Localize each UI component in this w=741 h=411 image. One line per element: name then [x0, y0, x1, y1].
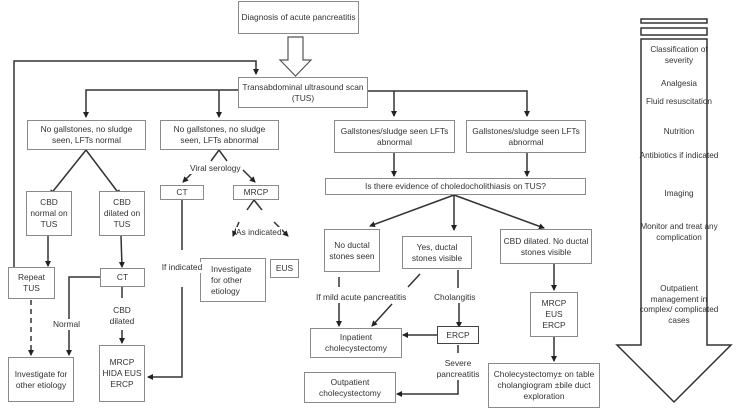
mgmt-item-fluid: Fluid resuscitation: [646, 97, 712, 106]
label-if-indicated: If indicated: [161, 262, 203, 273]
label-normal: Normal: [53, 319, 80, 330]
label-as-indicated: As indicated: [236, 227, 282, 238]
edge-to-cbd-normal: [49, 149, 87, 196]
node-no-gallstones-lft-abnormal: No gallstones, no sludge seen, LFTs abno…: [160, 120, 279, 150]
node-no-gallstones-lft-normal: No gallstones, no sludge seen, LFTs norm…: [27, 120, 146, 150]
node-yes-ductal-stones: Yes, ductal stones visible: [402, 236, 472, 269]
node-investigate-mid: Investigate for other etiology: [200, 258, 266, 302]
edge-repeat-to-tus: [13, 60, 259, 290]
node-inpatient-cholecystectomy: Inpatient cholecystectomy: [310, 328, 402, 358]
edge-yes-to-inpatient-2: [371, 303, 393, 327]
node-diagnosis: Diagnosis of acute pancreatitis: [238, 1, 359, 34]
edge-tus-left: [83, 89, 238, 118]
mgmt-item-analgesia: Analgesia: [661, 79, 697, 88]
arrow-stripe-1: [640, 18, 708, 24]
mgmt-item-monitor: Monitor and treat any complication: [640, 222, 718, 242]
edge-severe-to-outpatient: [396, 380, 459, 397]
edge-viral-caret: [210, 148, 228, 162]
arrow-stripe-2: [640, 27, 708, 36]
mgmt-item-nutrition: Nutrition: [663, 127, 695, 136]
node-mrcp-eus-ercp: MRCP EUS ERCP: [530, 292, 578, 337]
node-mrcp-hida-eus-ercp: MRCP HIDA EUS ERCP: [99, 345, 145, 402]
edge-yes-to-inpatient-1: [407, 273, 421, 288]
label-viral-serology: Viral serology: [190, 163, 241, 174]
mgmt-item-outpatient: Outpatient management in complex/ compli…: [639, 284, 719, 325]
node-ercp: ERCP: [437, 326, 479, 344]
edge-ct-mid-to-mrcp-hida: [147, 287, 183, 380]
edge-ct-normal: [68, 276, 100, 320]
edge-cbd-dilated-to-ct: [118, 235, 125, 268]
node-cbd-dilated: CBD dilated on TUS: [99, 191, 145, 236]
label-cbd-dilated: CBD dilated: [107, 305, 137, 327]
mgmt-item-imaging: Imaging: [664, 189, 694, 198]
node-cbd-normal: CBD normal on TUS: [26, 191, 72, 236]
arrow-body: [615, 38, 733, 404]
node-mrcp-mid: MRCP: [233, 185, 279, 200]
node-eus-mid: EUS: [270, 259, 299, 278]
mgmt-item-antibiotics: Antibiotics if indicated: [639, 151, 719, 160]
node-cholecystectomy-on-table: Cholecystectomy± on table cholangiogram …: [488, 363, 600, 408]
edge-as-indicated-caret: [246, 198, 263, 211]
edge-tus-right: [368, 90, 530, 117]
edge-q-to-no-ductal: [369, 194, 455, 228]
label-severe-pancreatitis: Severe pancreatitis: [433, 358, 483, 380]
node-no-ductal-stones: No ductal stones seen: [324, 229, 380, 272]
label-cholangitis: Cholangitis: [434, 292, 476, 303]
mgmt-item-classification: Classification of severity: [650, 45, 708, 65]
node-investigate-left: Investigate for other etiology: [8, 357, 74, 402]
node-ct-mid: CT: [160, 185, 204, 200]
hollow-arrow-diagnosis-to-tus: [278, 36, 313, 77]
edge-q-to-cbd-dilated: [453, 194, 545, 230]
node-ct-left: CT: [100, 268, 145, 287]
management-arrow: [615, 18, 733, 404]
label-if-mild-acute-pancreatitis: If mild acute pancreatitis: [316, 292, 407, 303]
node-gallstones-lft-abnormal-1: Gallstones/sludge seen LFTs abnormal: [334, 120, 455, 153]
edge-to-cbd-dilated: [85, 149, 121, 196]
node-cbd-dilated-no-stones: CBD dilated. No ductal stones visible: [500, 229, 592, 264]
edge-to-mrcp-mid: [242, 169, 256, 183]
node-repeat-tus: Repeat TUS: [8, 267, 55, 299]
node-outpatient-cholecystectomy: Outpatient cholecystectomy: [304, 372, 396, 403]
node-gallstones-lft-abnormal-2: Gallstones/sludge seen LFTs abnormal: [466, 120, 586, 153]
node-choledocho-question: Is there evidence of choledocholithiasis…: [325, 178, 586, 195]
node-tus: Transabdominal ultrasound scan (TUS): [238, 77, 368, 108]
